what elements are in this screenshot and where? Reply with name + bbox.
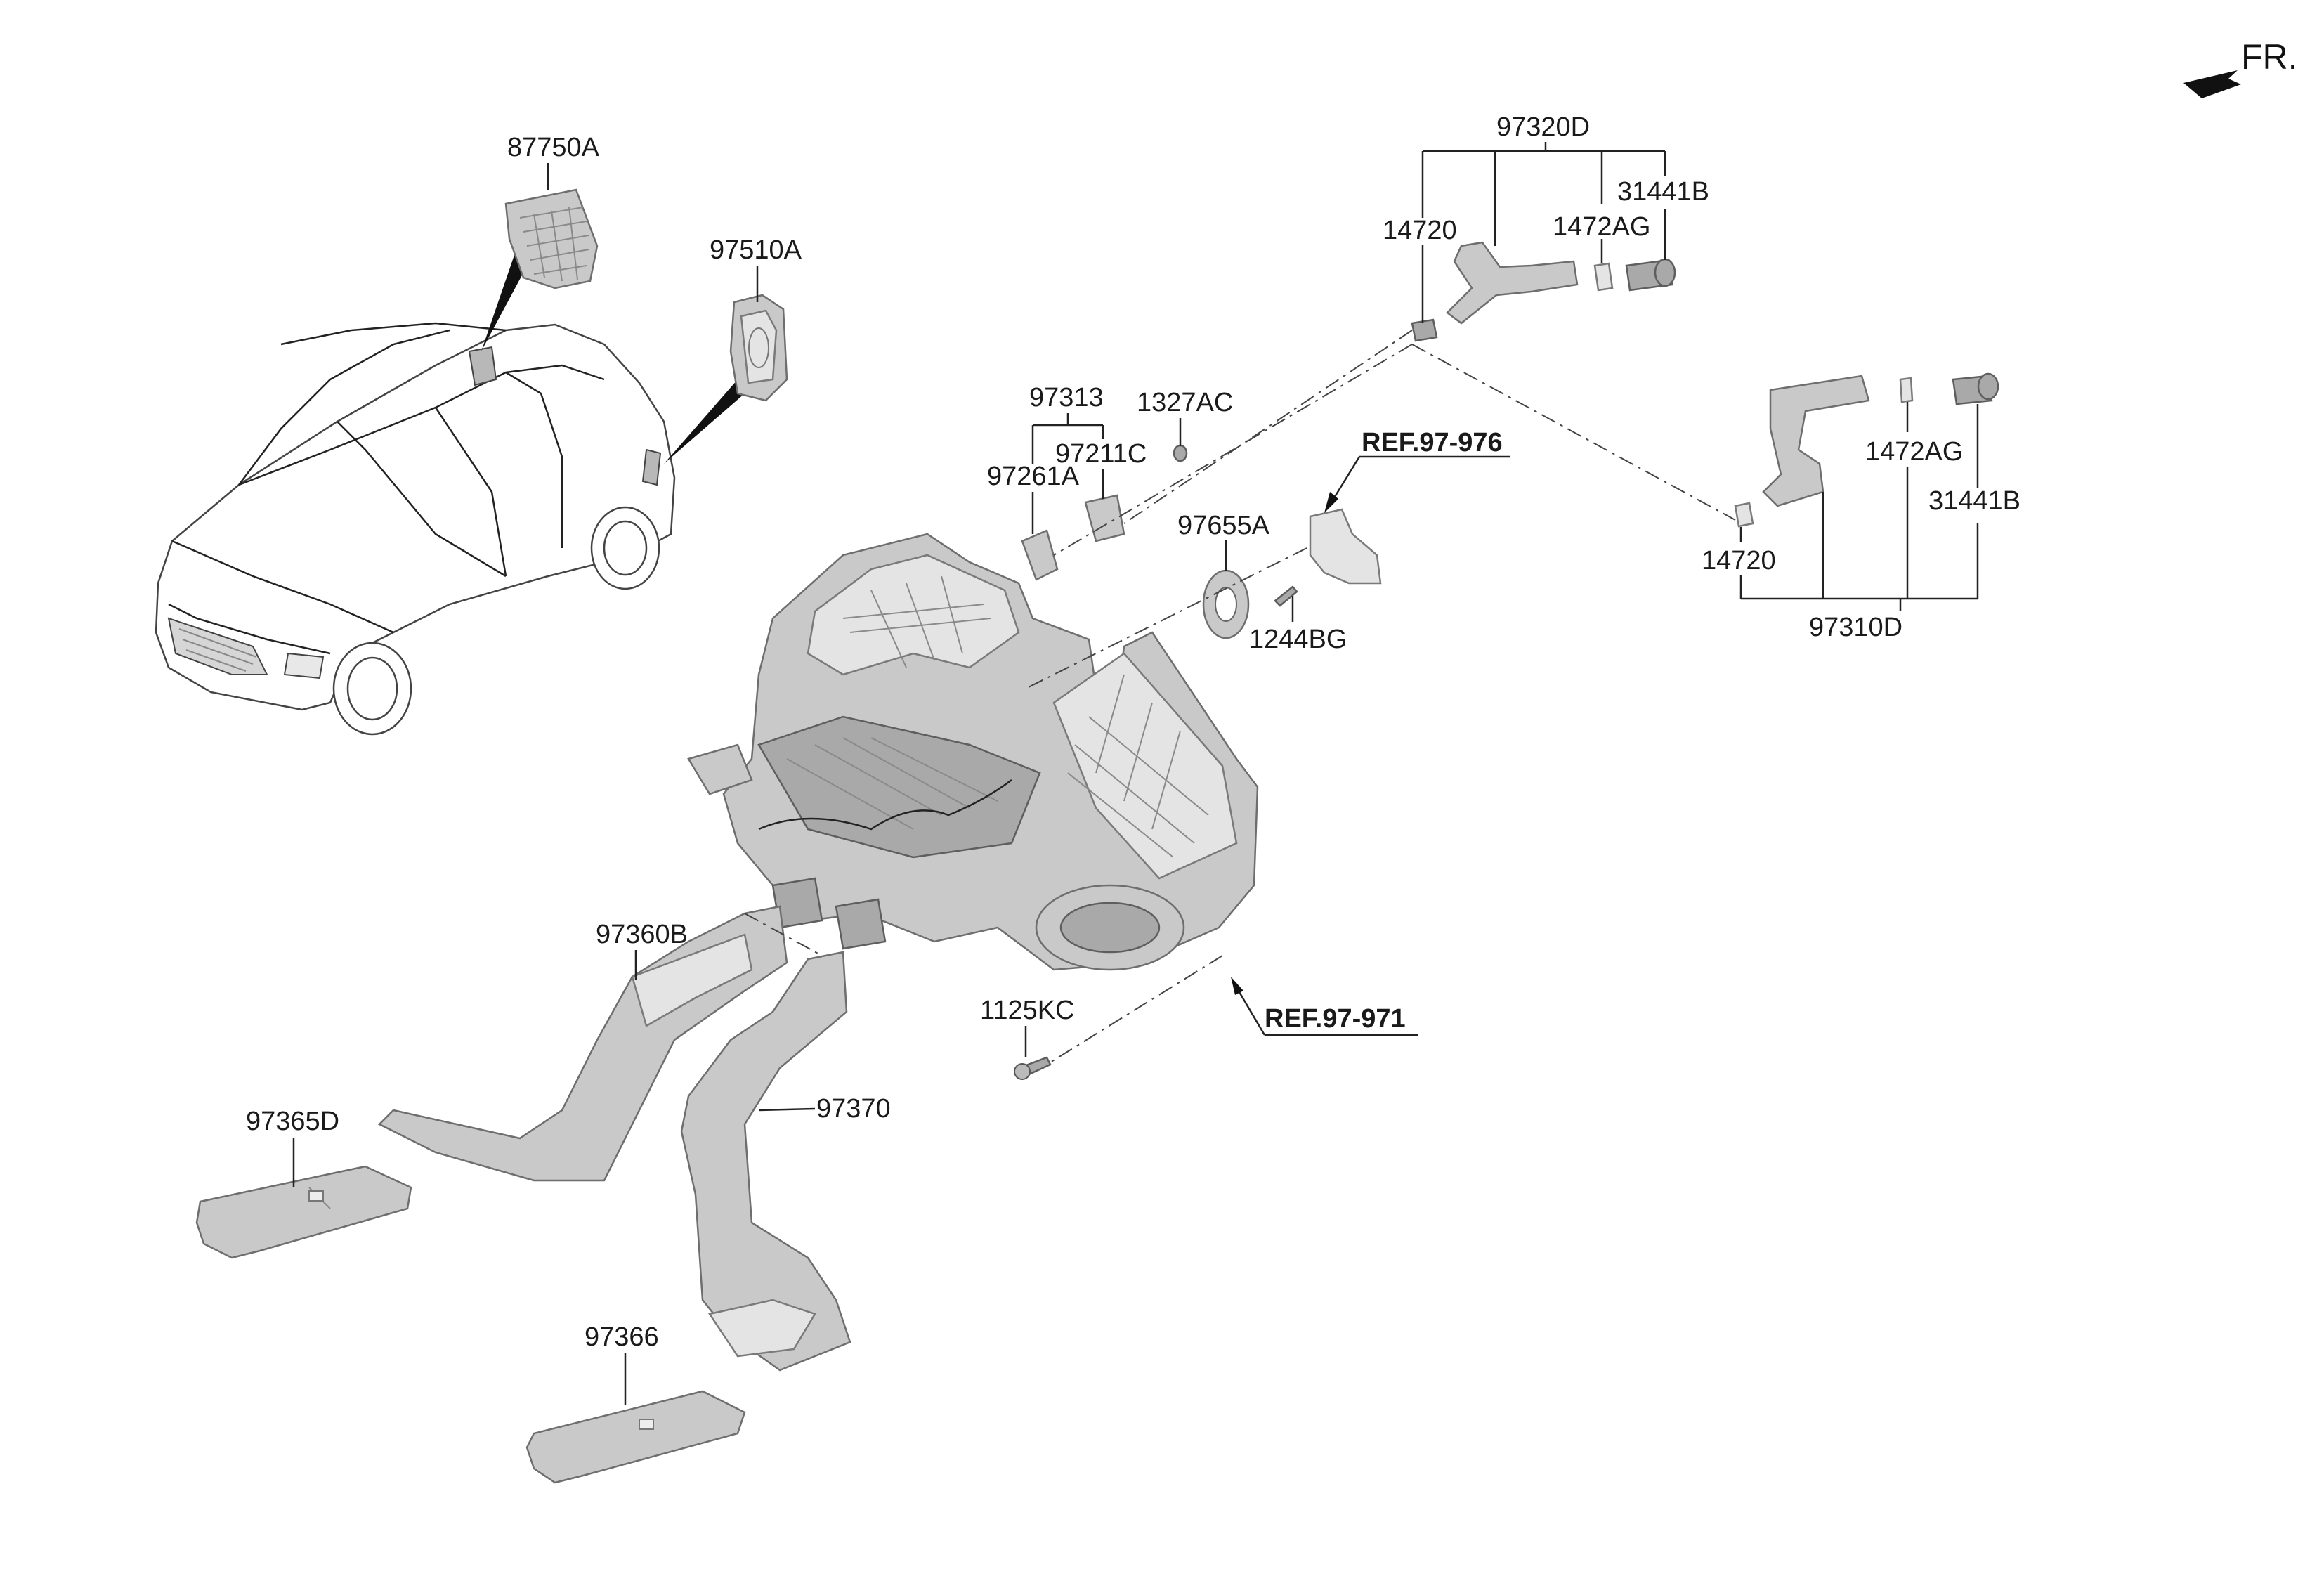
label-1472AG-top: 1472AG	[1553, 212, 1650, 242]
label-1327AC: 1327AC	[1137, 388, 1233, 417]
label-1472AG-right: 1472AG	[1865, 437, 1963, 467]
label-87750A: 87750A	[507, 133, 600, 162]
front-direction-indicator: FR.	[2183, 37, 2298, 98]
label-97313: 97313	[1029, 383, 1104, 412]
vehicle-illustration	[155, 239, 745, 736]
label-97211C: 97211C	[1055, 439, 1147, 469]
label-97261A: 97261A	[987, 462, 1080, 491]
part-hose-97320D	[1411, 241, 1676, 342]
part-97510A	[729, 294, 788, 402]
part-hose-97310D	[1734, 372, 1999, 528]
part-labels: 87750A 97510A 97320D 14720 1472AG 31441B…	[246, 112, 2021, 1352]
label-97365D: 97365D	[246, 1107, 339, 1136]
label-14720-right: 14720	[1702, 546, 1776, 575]
leader-lines	[292, 142, 1979, 1405]
label-97320D: 97320D	[1496, 112, 1590, 142]
label-97366: 97366	[585, 1322, 659, 1352]
label-1244BG: 1244BG	[1249, 625, 1347, 654]
small-parts-cluster	[1014, 444, 1382, 1080]
label-97655A: 97655A	[1177, 511, 1270, 540]
part-duct-97360B	[377, 905, 788, 1182]
part-97261A	[1021, 529, 1059, 581]
label-14720-top: 14720	[1383, 216, 1457, 245]
part-97211C	[1084, 494, 1125, 542]
assembly-lines	[744, 330, 1736, 1065]
part-duct-97370	[680, 951, 851, 1372]
ref-97-976[interactable]: REF.97-976	[1362, 428, 1503, 457]
part-1327AC	[1173, 444, 1188, 462]
front-label: FR.	[2241, 37, 2298, 77]
label-31441B-right: 31441B	[1928, 486, 2021, 516]
label-97360B: 97360B	[596, 920, 688, 949]
label-97310D: 97310D	[1809, 613, 1902, 642]
part-floor-duct-97365D	[195, 1165, 412, 1259]
label-1125KC: 1125KC	[980, 996, 1075, 1025]
part-87750A	[504, 188, 599, 289]
ref-97-971[interactable]: REF.97-971	[1265, 1004, 1406, 1034]
arrow-front-icon	[2183, 70, 2241, 98]
part-expansion-valve	[1309, 508, 1382, 585]
part-floor-duct-97366	[525, 1390, 746, 1484]
part-1244BG	[1274, 585, 1298, 607]
label-31441B-top: 31441B	[1617, 177, 1709, 207]
hvac-unit	[687, 533, 1259, 971]
label-97370: 97370	[816, 1094, 891, 1124]
label-97510A: 97510A	[710, 235, 802, 265]
